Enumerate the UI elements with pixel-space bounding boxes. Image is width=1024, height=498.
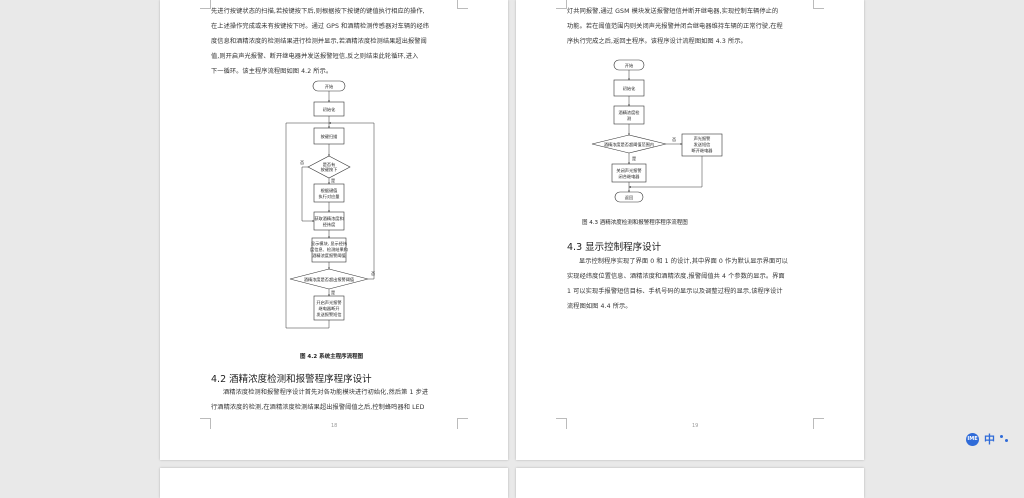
text-line: 酒精浓度检测和报警程序设计首先对各功能模块进行初始化,然后第 1 步进 — [223, 389, 429, 396]
flow-return-label: 返回 — [625, 194, 633, 201]
text-line: 显示控制程序实现了界面 0 和 1 的设计,其中界面 0 作为默认显示界面可以 — [579, 258, 788, 265]
text-line: 度信息和酒精浓度的检测结果进行检测并显示,若酒精浓度检测结果超出报警阈 — [211, 38, 427, 45]
flow-alarm-label: 开启声光报警 — [316, 299, 342, 306]
flow-branch-no: 否 — [371, 271, 375, 277]
section-paragraph: 显示控制程序实现了界面 0 和 1 的设计,其中界面 0 作为默认显示界面可以 … — [567, 254, 788, 314]
page-number: 19 — [692, 423, 699, 429]
flow-branch-no: 否 — [300, 160, 304, 166]
text-line: 流程图如图 4.4 所示。 — [567, 303, 632, 310]
section-heading: 4.2 酒精浓度检测和报警程序程序设计 — [211, 374, 372, 385]
crop-mark — [457, 418, 468, 429]
flow-alarm-label: 发送短信 — [694, 141, 711, 148]
text-line: 1 可以实现手报警短信目标、手机号码的显示以及调整过程的显示,该程序设计 — [567, 288, 783, 295]
intro-paragraph: 先进行按键状态的扫描,若按键按下后,则根据按下按键的键值执行相应的操作, 在上述… — [211, 4, 429, 79]
flow-detect-label: 酒精浓度检 — [619, 109, 641, 116]
ime-logo-icon[interactable]: IME — [966, 432, 979, 446]
ime-language-toggle[interactable]: 中 — [984, 433, 995, 446]
text-line: 先进行按键状态的扫描,若按键按下后,则根据按下按键的键值执行相应的操作, — [211, 8, 425, 15]
flow-decision-key-label: 是否有 — [323, 161, 336, 168]
flow-read-label: 获取酒精浓度和 — [314, 215, 343, 222]
flow-branch-yes: 是 — [331, 178, 336, 184]
flow-exec-label: 执行对应量 — [319, 193, 340, 200]
document-page-20 — [160, 468, 508, 498]
flow-read-node — [313, 211, 345, 231]
flow-scan-label: 按键扫描 — [321, 133, 338, 140]
crop-mark — [813, 418, 824, 429]
text-line: 灯共同报警,通过 GSM 模块发送报警短信并断开继电器,实现控制车辆停止的 — [567, 8, 779, 15]
flow-init-label: 初始化 — [323, 106, 336, 113]
flow-alarm-label: 继电器断开 — [319, 305, 340, 312]
crop-mark — [200, 418, 211, 429]
flow-display-label: 度信息、检测结果和 — [310, 246, 348, 253]
flow-branch-yes: 是 — [331, 290, 336, 296]
text-line: 序执行完成之后,返回主程序。该程序设计流程图如图 4.3 所示。 — [567, 38, 747, 45]
flow-display-label: 酒精浓度报警阈值 — [312, 252, 346, 259]
crop-mark — [556, 0, 567, 9]
crop-mark — [556, 418, 567, 429]
crop-mark — [457, 0, 468, 9]
flow-display-node — [311, 237, 347, 263]
flow-decision-key-label: 按键按下 — [321, 166, 338, 173]
text-line: 在上述操作完成或未有按键按下时。通过 GPS 和酒精检测传感器对车辆的经纬 — [211, 23, 430, 30]
document-page-19: 灯共同报警,通过 GSM 模块发送报警短信并断开继电器,实现控制车辆停止的 功能… — [516, 0, 864, 460]
section-heading: 4.3 显示控制程序设计 — [567, 242, 662, 253]
flow-close-node — [611, 163, 647, 183]
flow-exec-node — [313, 183, 345, 203]
flow-branch-yes: 是 — [632, 156, 637, 162]
flow-close-label: 关闭声光报警 — [616, 167, 642, 174]
text-line: 值,则开启声光报警、断开继电器并发送报警短信,反之则结束此轮循环,进入 — [211, 53, 419, 60]
ime-menu-icon[interactable] — [1000, 434, 1010, 444]
flow-start-label: 开始 — [325, 83, 334, 90]
flowchart-alcohol-detection: 开始 初始化 酒精浓度检 测 酒精浓度是否超阈值范围内 否 是 声光报警 发送短… — [591, 59, 723, 203]
flow-branch-no: 否 — [672, 137, 676, 143]
crop-mark — [813, 0, 824, 9]
flowchart-main-program: 开始 初始化 按键扫描 是否有 按键按下 否 是 根据键值 执行对应量 获取酒精… — [285, 80, 375, 329]
flow-detect-node — [613, 105, 645, 125]
flow-alarm-label: 断开继电器 — [692, 147, 714, 154]
flow-alarm-label: 发送报警短信 — [316, 311, 341, 318]
section-paragraph: 酒精浓度检测和报警程序设计首先对各功能模块进行初始化,然后第 1 步进 行酒精浓… — [211, 385, 428, 415]
figure-caption: 图 4.3 酒精浓度检测和报警程序程序流程图 — [582, 220, 688, 226]
crop-mark — [200, 0, 211, 9]
ime-toolbar[interactable]: IME 中 — [966, 431, 1010, 447]
page-number: 18 — [331, 423, 338, 429]
flow-display-label: 显示模块, 显示经纬 — [311, 240, 347, 247]
flow-alarm-label: 声光报警 — [694, 135, 712, 142]
document-page-21 — [516, 468, 864, 498]
text-line: 实现经纬度位置信息、酒精浓度和酒精浓度,报警阈值共 4 个参数的显示。界面 — [567, 273, 785, 280]
flow-close-label: 闭合继电器 — [619, 173, 641, 180]
document-page-18: 先进行按键状态的扫描,若按键按下后,则根据按下按键的键值执行相应的操作, 在上述… — [160, 0, 508, 460]
intro-paragraph: 灯共同报警,通过 GSM 模块发送报警短信并断开继电器,实现控制车辆停止的 功能… — [567, 4, 783, 49]
flow-init-label: 初始化 — [623, 85, 636, 92]
flow-decision-label: 酒精浓度是否超阈值范围内 — [604, 141, 654, 148]
flow-decision-alarm-label: 酒精浓度是否超出报警阈值 — [304, 276, 354, 283]
flow-detect-label: 测 — [627, 115, 631, 122]
flow-start-label: 开始 — [625, 62, 634, 69]
flow-exec-label: 根据键值 — [321, 187, 338, 194]
figure-caption: 图 4.2 系统主程序流程图 — [300, 354, 364, 360]
text-line: 行酒精浓度的检测,在酒精浓度检测结果超出报警阈值之后,控制蜂鸣器和 LED — [211, 404, 425, 411]
flow-read-label: 经纬度 — [323, 221, 336, 228]
text-line: 下一循环。该主程序流程图如图 4.2 所示。 — [211, 68, 333, 75]
text-line: 功能。若在阈值范围内则关闭声光报警并闭合继电器维持车辆的正常行驶,在程 — [567, 23, 783, 30]
